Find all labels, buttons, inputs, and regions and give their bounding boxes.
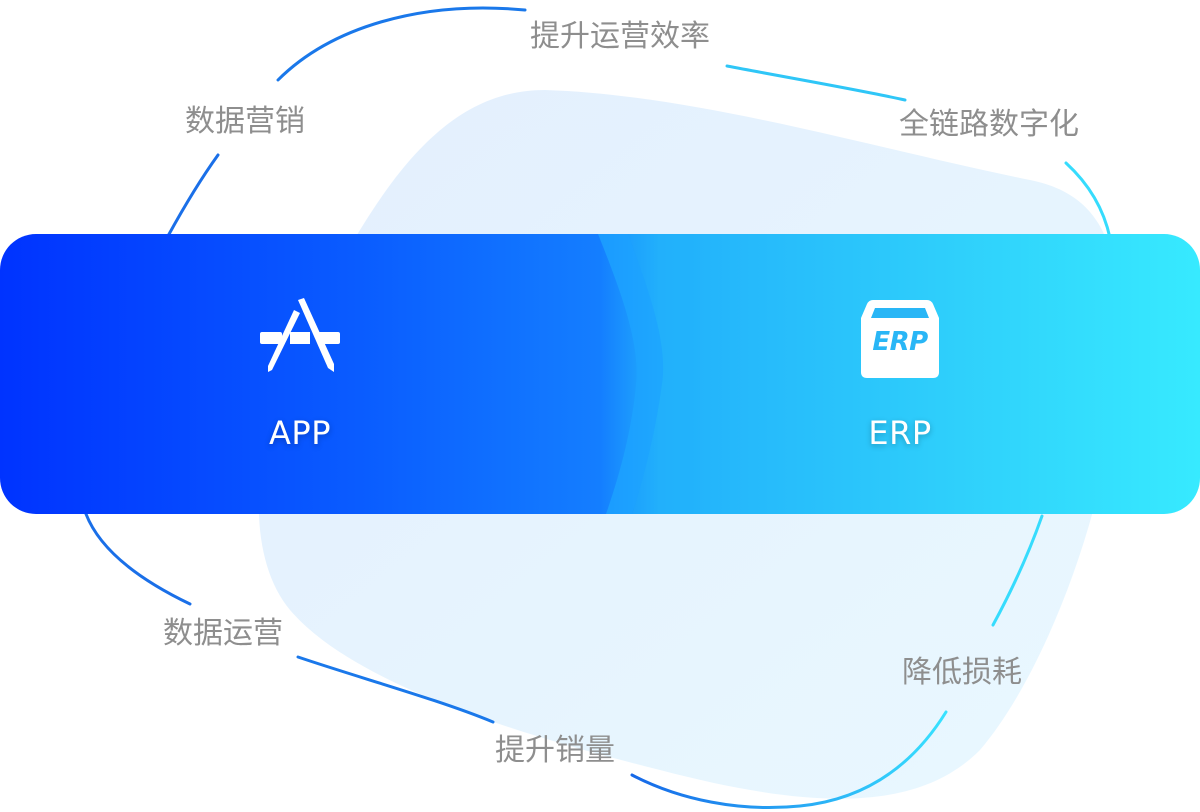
benefit-top: 提升运营效率 [530, 19, 710, 54]
integration-band: APP ERP ERP [0, 234, 1200, 514]
benefit-bottom-center: 提升销量 [495, 733, 615, 768]
band-arrow-chevron [598, 234, 700, 514]
ring-arc-right-top [1064, 161, 1112, 240]
erp-label: ERP [868, 414, 932, 452]
benefit-bottom-left: 数据运营 [163, 616, 283, 651]
erp-badge-text: ERP [872, 327, 928, 357]
app-store-icon [258, 298, 342, 382]
benefit-bottom-right: 降低损耗 [902, 655, 1022, 690]
erp-box-icon: ERP [859, 298, 941, 380]
ring-arc-bottom-right [630, 710, 948, 809]
benefit-top-right: 全链路数字化 [899, 107, 1079, 142]
ring-arc-bottom-left [296, 655, 495, 724]
ring-arc-left-top [166, 153, 220, 238]
benefit-top-left: 数据营销 [185, 104, 305, 139]
ring-arc-top-right [725, 64, 907, 102]
ring-arc-top-left [276, 6, 527, 82]
erp-node: ERP ERP [800, 234, 1000, 514]
ring-arc-left-bottom [84, 512, 192, 606]
app-label: APP [269, 414, 331, 452]
ring-arc-right-bottom [991, 514, 1044, 627]
app-node: APP [200, 234, 400, 514]
